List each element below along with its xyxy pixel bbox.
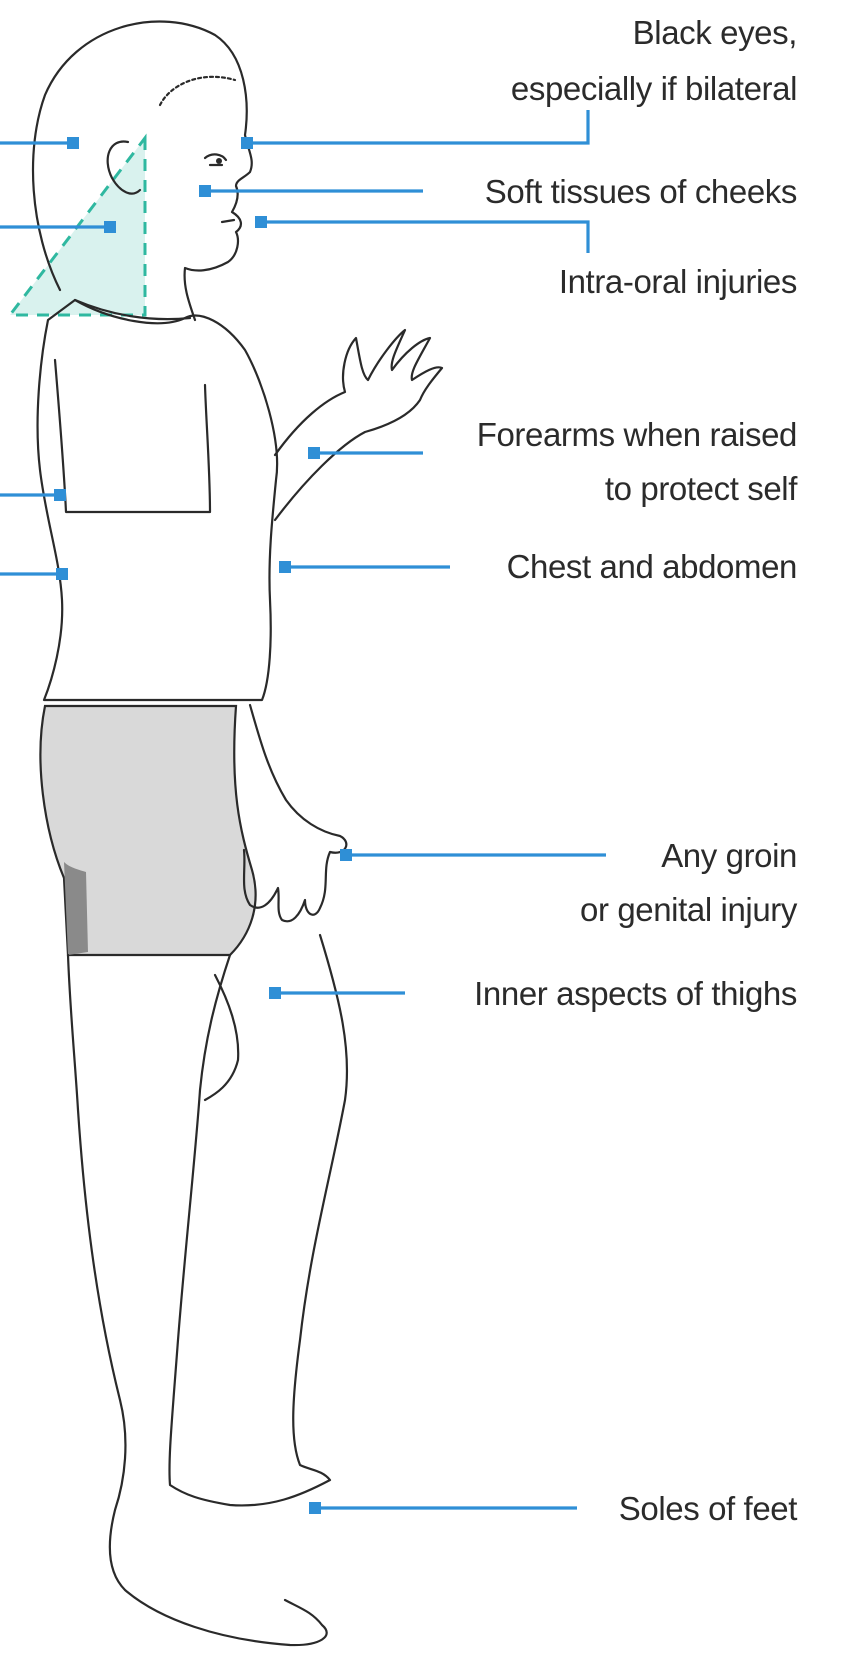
marker-back	[56, 568, 68, 580]
eye-outline	[205, 154, 226, 165]
marker-chest	[279, 561, 291, 573]
label-black-eyes-line2: especially if bilateral	[511, 70, 797, 107]
marker-upper-arm	[54, 489, 66, 501]
sleeve-outline	[55, 360, 210, 512]
label-thighs: Inner aspects of thighs	[474, 975, 797, 1012]
marker-thighs	[269, 987, 281, 999]
eye-pupil	[216, 158, 222, 164]
label-intra-oral: Intra-oral injuries	[559, 263, 797, 300]
mouth-outline	[222, 220, 234, 222]
label-forearms-line1: Forearms when raised	[477, 416, 797, 453]
label-chest: Chest and abdomen	[507, 548, 797, 585]
label-black-eyes-line1: Black eyes,	[633, 14, 797, 51]
label-forearms-line2: to protect self	[605, 470, 798, 507]
lower-arm-outline	[244, 705, 346, 921]
marker-soles	[309, 1502, 321, 1514]
marker-neck	[104, 221, 116, 233]
marker-cheeks	[199, 185, 211, 197]
hairline	[160, 77, 235, 105]
label-cheeks: Soft tissues of cheeks	[485, 173, 797, 210]
front-leg-outline	[169, 935, 347, 1505]
labels: Black eyes, especially if bilateral Soft…	[474, 14, 798, 1527]
back-leg-outline	[68, 955, 327, 1645]
child-figure	[10, 22, 442, 1646]
right-leaders	[199, 110, 606, 1514]
leader-intra-oral	[261, 222, 588, 253]
marker-groin	[340, 849, 352, 861]
marker-ears	[67, 137, 79, 149]
shorts-shadow	[64, 862, 88, 955]
marker-intra-oral	[255, 216, 267, 228]
knee-outline	[205, 975, 238, 1100]
label-groin-line2: or genital injury	[580, 891, 798, 928]
marker-forearms	[308, 447, 320, 459]
label-soles: Soles of feet	[619, 1490, 797, 1527]
leader-black-eyes	[247, 110, 588, 143]
marker-black-eyes	[241, 137, 253, 149]
torso-outline	[38, 300, 278, 700]
forearm-outline	[275, 330, 442, 520]
label-groin-line1: Any groin	[661, 837, 797, 874]
